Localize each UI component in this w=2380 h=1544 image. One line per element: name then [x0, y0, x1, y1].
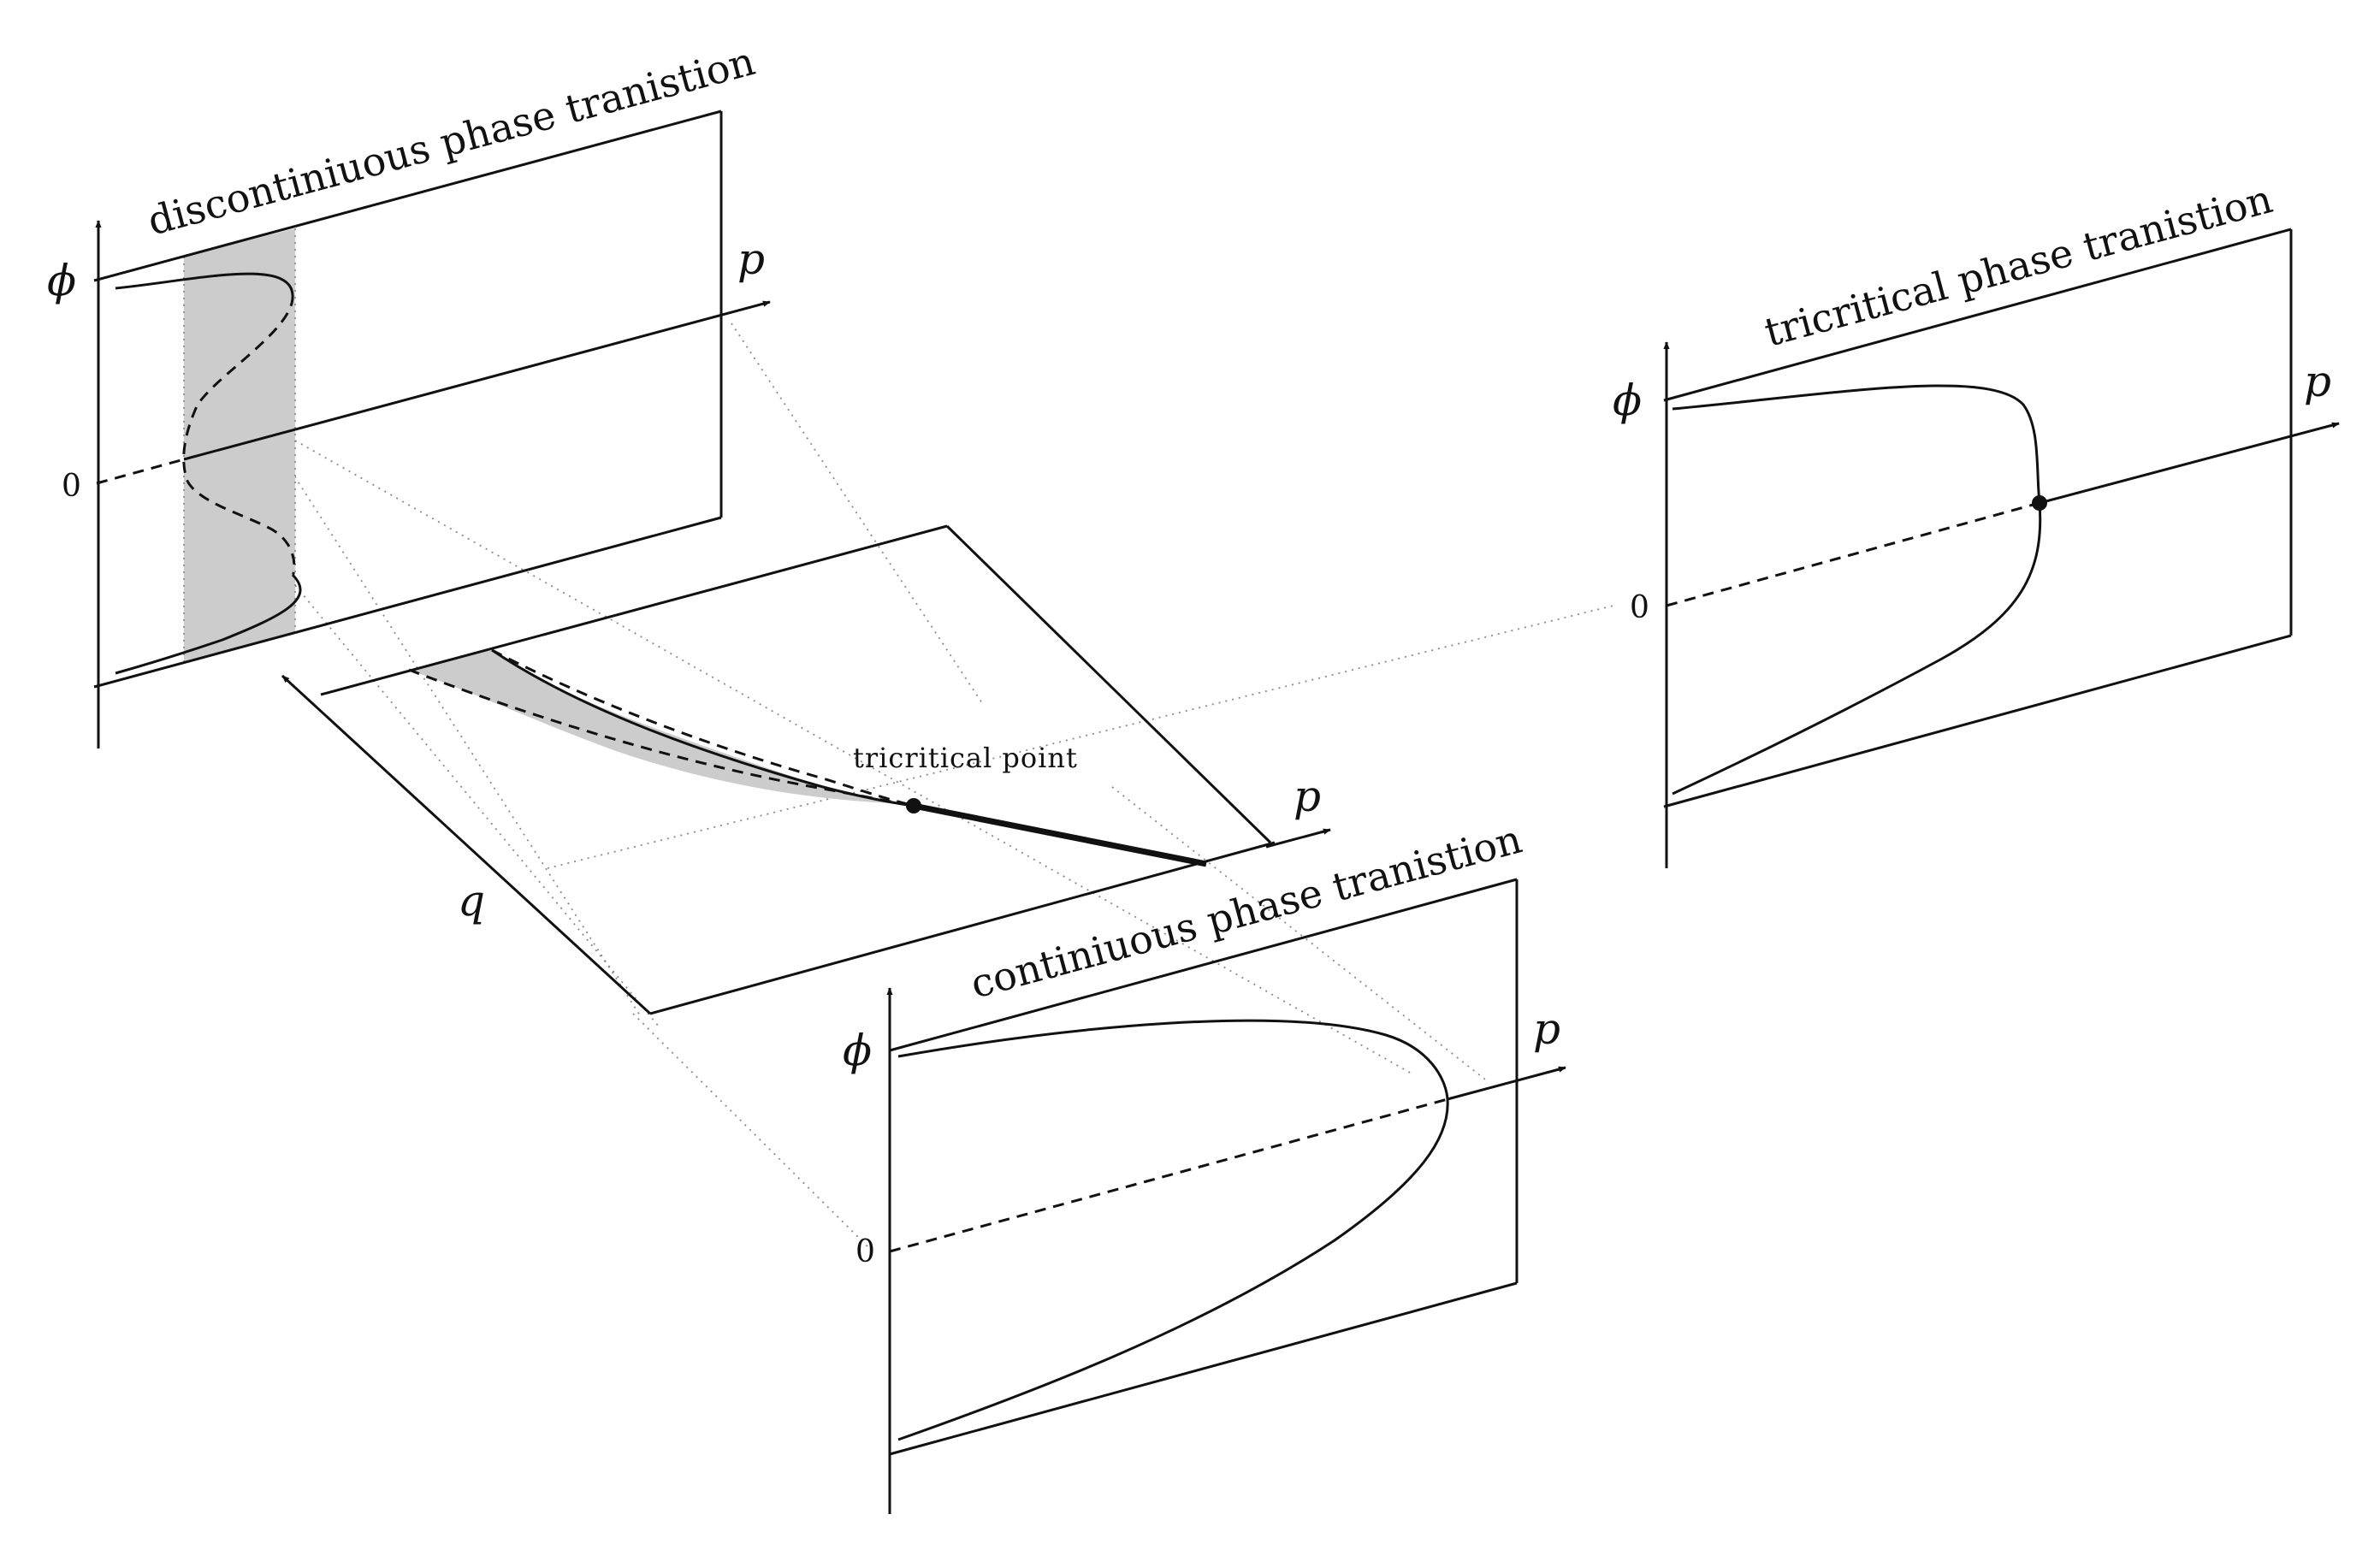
tricritical-frame-top [1663, 228, 2292, 402]
tricritical-point [906, 798, 921, 813]
tricritical-zero-label: 0 [1630, 590, 1649, 625]
discontinuous-panel: discontiniuous phase tranistion ϕ 0 p [47, 38, 771, 748]
tricritical-lower-branch [1672, 502, 2042, 796]
discontinuous-phi-label: ϕ [47, 256, 76, 305]
discontinuous-stable-upper [115, 272, 294, 296]
base-first-order-line [491, 648, 915, 807]
continuous-p-axis-dashed [889, 1097, 1448, 1253]
base-second-order-line [913, 802, 1207, 867]
continuous-phi-label: ϕ [843, 1026, 872, 1075]
continuous-p-label: p [1533, 1004, 1560, 1054]
tricritical-p-label: p [2304, 357, 2331, 406]
tricritical-point-label: tricritical point [853, 742, 1078, 774]
discontinuous-p-axis-dashed [96, 458, 185, 485]
discontinuous-frame-bottom [93, 516, 722, 689]
continuous-frame-bottom [889, 1281, 1518, 1456]
base-plane: tricritical point p q [281, 524, 1331, 1015]
base-plane-right-edge [945, 524, 1272, 844]
base-spinodal-upper [491, 648, 916, 807]
projection-guides [183, 303, 1618, 1252]
discontinuous-p-axis [183, 300, 771, 461]
discontinuous-p-label: p [737, 234, 765, 284]
tricritical-panel: tricritical phase tranistion ϕ 0 p [1613, 175, 2340, 868]
base-spinodal-lower [408, 668, 915, 807]
discontinuous-unstable-branch [182, 294, 296, 577]
tricritical-frame-bottom [1663, 634, 2292, 808]
continuous-upper-branch [897, 1019, 1449, 1100]
continuous-panel: continiuous phase tranistion ϕ 0 p [843, 816, 1566, 1514]
base-p-label: p [1294, 772, 1321, 821]
tricritical-p-axis-dashed [1666, 501, 2040, 607]
tricritical-phi-label: ϕ [1613, 376, 1642, 425]
continuous-lower-branch [897, 1098, 1449, 1441]
base-plane-front-edge [649, 841, 1276, 1015]
base-p-axis [1265, 828, 1331, 849]
discontinuous-zero-label: 0 [62, 469, 81, 504]
discontinuous-frame-top [93, 109, 722, 282]
tricritical-p-axis [2039, 422, 2340, 505]
base-plane-back-edge [320, 524, 948, 696]
tricritical-critical-point [2032, 495, 2047, 511]
tricritical-title: tricritical phase tranistion [1760, 175, 2277, 355]
continuous-zero-label: 0 [855, 1234, 875, 1269]
discontinuous-stable-lower [115, 573, 302, 675]
continuous-frame-top [889, 878, 1518, 1052]
base-coexistence-shade [409, 650, 909, 804]
continuous-p-axis [1447, 1066, 1566, 1101]
continuous-title: continiuous phase tranistion [966, 816, 1526, 1008]
base-q-label: q [458, 876, 485, 926]
tricritical-upper-branch [1672, 384, 2041, 504]
discontinuous-title: discontiniuous phase tranistion [143, 38, 760, 245]
base-q-axis [281, 674, 652, 1015]
